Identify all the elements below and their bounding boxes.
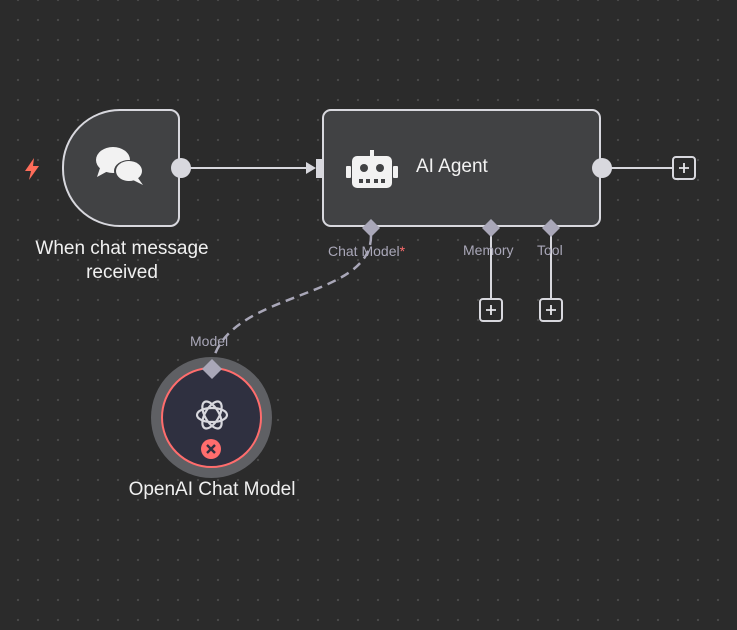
required-marker: * [399, 243, 406, 259]
chat-model-handle[interactable] [361, 218, 381, 238]
plus-icon [546, 305, 556, 315]
memory-port-label: Memory [463, 242, 514, 258]
plus-icon [486, 305, 496, 315]
trigger-output-handle[interactable] [170, 157, 192, 179]
connection-model-to-agent[interactable] [211, 235, 373, 361]
memory-handle[interactable] [481, 218, 501, 238]
chat-model-port-label: Chat Model* [328, 243, 405, 259]
add-next-node-button[interactable] [672, 156, 696, 180]
add-tool-button[interactable] [539, 298, 563, 322]
add-memory-button[interactable] [479, 298, 503, 322]
robot-icon [346, 150, 398, 193]
trigger-bolt-icon [22, 157, 42, 186]
tool-handle[interactable] [541, 218, 561, 238]
agent-output-handle[interactable] [591, 157, 613, 179]
error-badge-icon [201, 439, 221, 459]
model-output-handle[interactable] [201, 358, 223, 380]
openai-icon [192, 395, 232, 440]
model-port-label: Model [190, 333, 229, 349]
trigger-node[interactable] [62, 109, 180, 227]
chat-model-port-text: Chat Model [328, 243, 400, 259]
tool-port-label: Tool [537, 242, 563, 258]
chat-bubbles-icon [94, 145, 148, 192]
plus-icon [679, 163, 689, 173]
connection-arrow [306, 162, 316, 174]
agent-input-handle[interactable] [316, 159, 323, 178]
trigger-node-label: When chat message received [35, 238, 209, 283]
ai-agent-title: AI Agent [416, 156, 488, 177]
model-node-label: OpenAI Chat Model [128, 479, 296, 500]
